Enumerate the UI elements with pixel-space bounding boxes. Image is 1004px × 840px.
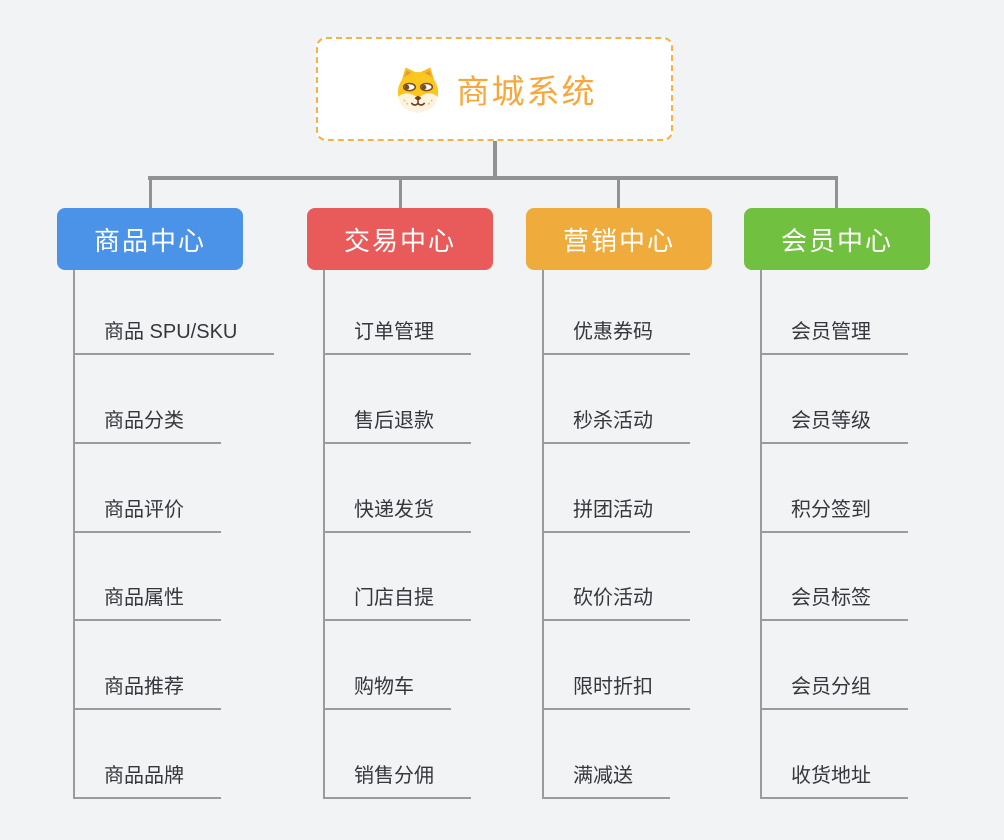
subtopic[interactable]: 快递发货 xyxy=(323,498,471,533)
branch-drop-connector xyxy=(399,178,402,208)
branch-drop-connector xyxy=(617,178,620,208)
branch-children-product-center: 商品 SPU/SKU 商品分类 商品评价 商品属性 商品推荐 商品品牌 xyxy=(73,270,303,801)
root-title: 商城系统 xyxy=(456,73,597,110)
subtopic[interactable]: 秒杀活动 xyxy=(542,409,690,444)
branch-children-member-center: 会员管理 会员等级 积分签到 会员标签 会员分组 收货地址 xyxy=(760,270,990,801)
root-stem-connector xyxy=(493,140,497,178)
subtopic[interactable]: 满减送 xyxy=(542,764,670,799)
subtopic[interactable]: 优惠券码 xyxy=(542,320,690,355)
subtopic[interactable]: 会员管理 xyxy=(760,320,908,355)
shiba-dog-icon xyxy=(393,65,443,113)
subtopic[interactable]: 拼团活动 xyxy=(542,498,690,533)
subtopic[interactable]: 会员分组 xyxy=(760,675,908,710)
branch-topic-marketing-center[interactable]: 营销中心 xyxy=(526,208,712,270)
branch-topic-member-center[interactable]: 会员中心 xyxy=(744,208,930,270)
subtopic[interactable]: 限时折扣 xyxy=(542,675,690,710)
branch-children-trade-center: 订单管理 售后退款 快递发货 门店自提 购物车 销售分佣 xyxy=(323,270,553,801)
subtopic[interactable]: 会员等级 xyxy=(760,409,908,444)
branch-drop-connector xyxy=(149,178,152,208)
subtopic[interactable]: 门店自提 xyxy=(323,586,471,621)
subtopic[interactable]: 收货地址 xyxy=(760,764,908,799)
horizontal-connector xyxy=(148,176,838,180)
subtopic[interactable]: 砍价活动 xyxy=(542,586,690,621)
branch-children-marketing-center: 优惠券码 秒杀活动 拼团活动 砍价活动 限时折扣 满减送 xyxy=(542,270,772,801)
subtopic[interactable]: 商品分类 xyxy=(73,409,221,444)
subtopic[interactable]: 商品评价 xyxy=(73,498,221,533)
subtopic[interactable]: 购物车 xyxy=(323,675,451,710)
subtopic[interactable]: 售后退款 xyxy=(323,409,471,444)
subtopic[interactable]: 会员标签 xyxy=(760,586,908,621)
subtopic[interactable]: 商品推荐 xyxy=(73,675,221,710)
subtopic[interactable]: 销售分佣 xyxy=(323,764,471,799)
subtopic[interactable]: 商品属性 xyxy=(73,586,221,621)
subtopic[interactable]: 商品 SPU/SKU xyxy=(73,320,275,355)
branch-topic-trade-center[interactable]: 交易中心 xyxy=(307,208,493,270)
subtopic[interactable]: 商品品牌 xyxy=(73,764,221,799)
subtopic[interactable]: 订单管理 xyxy=(323,320,471,355)
root-topic[interactable]: 商城系统 xyxy=(316,37,673,141)
branch-topic-product-center[interactable]: 商品中心 xyxy=(57,208,243,270)
subtopic[interactable]: 积分签到 xyxy=(760,498,908,533)
branch-drop-connector xyxy=(835,178,838,208)
